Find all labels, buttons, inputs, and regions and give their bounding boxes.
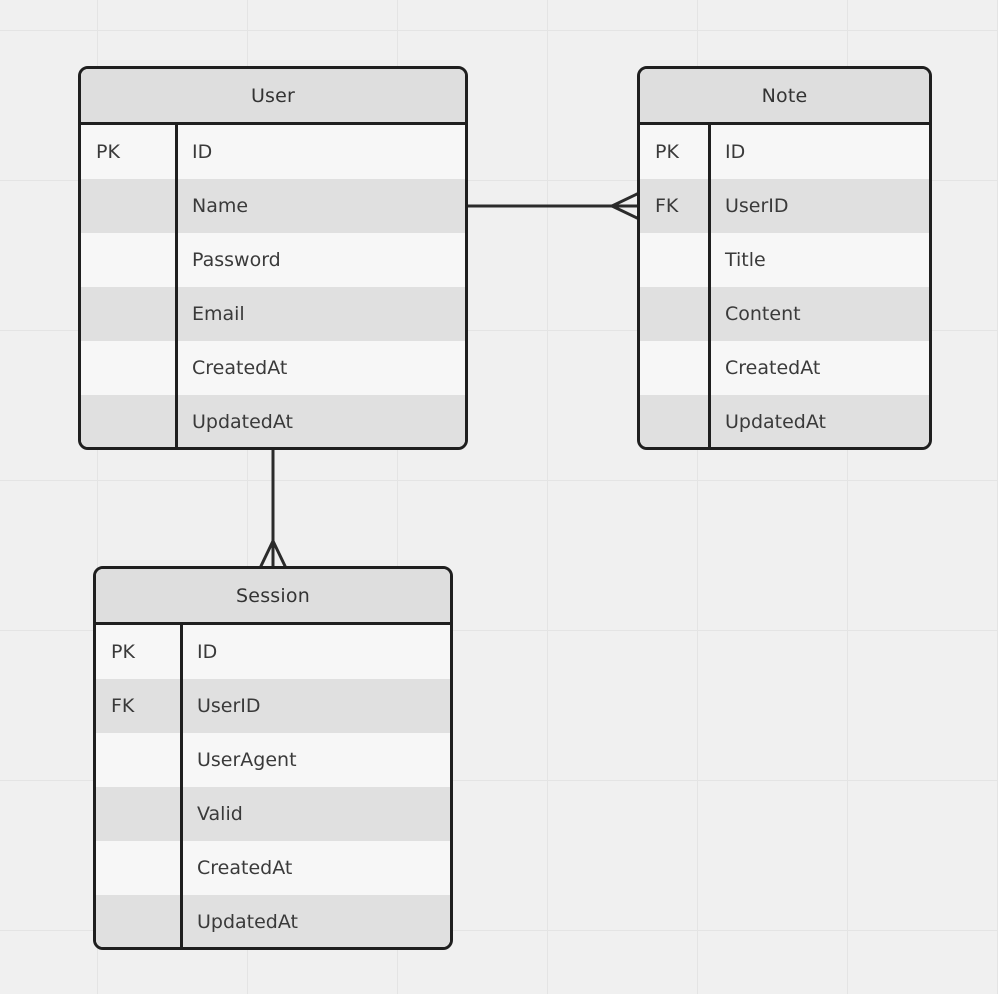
field-name: ID (197, 641, 218, 663)
entity-title-session: Session (96, 569, 450, 625)
field-key (640, 287, 711, 341)
entity-title-note: Note (640, 69, 929, 125)
field-key (81, 233, 178, 287)
entity-column-divider (708, 125, 711, 447)
field-key (640, 233, 711, 287)
crows-foot-session (259, 539, 287, 568)
field-key (96, 895, 183, 947)
field-row[interactable]: CreatedAt (96, 841, 450, 895)
field-row[interactable]: UpdatedAt (96, 895, 450, 947)
field-key (81, 341, 178, 395)
field-row[interactable]: Email (81, 287, 465, 341)
field-row[interactable]: UpdatedAt (81, 395, 465, 447)
field-key (81, 395, 178, 447)
field-name: Password (192, 249, 281, 271)
entity-fields-note: PK ID FK UserID Title Content CreatedAt (640, 125, 929, 447)
field-key (81, 179, 178, 233)
field-key (96, 841, 183, 895)
entity-fields-user: PK ID Name Password Email CreatedAt U (81, 125, 465, 447)
field-row[interactable]: PK ID (640, 125, 929, 179)
field-name: Content (725, 303, 801, 325)
field-row[interactable]: Name (81, 179, 465, 233)
field-key (640, 341, 711, 395)
entity-column-divider (180, 625, 183, 947)
field-key (96, 787, 183, 841)
field-key (96, 733, 183, 787)
field-name: Email (192, 303, 245, 325)
field-name: UserID (725, 195, 789, 217)
field-key: PK (655, 141, 679, 163)
field-row[interactable]: CreatedAt (640, 341, 929, 395)
field-name: Valid (197, 803, 243, 825)
field-key: FK (655, 195, 679, 217)
field-name: UserAgent (197, 749, 297, 771)
entity-fields-session: PK ID FK UserID UserAgent Valid CreatedA… (96, 625, 450, 947)
field-row[interactable]: Content (640, 287, 929, 341)
field-row[interactable]: FK UserID (96, 679, 450, 733)
field-name: UpdatedAt (192, 411, 293, 433)
crows-foot-note (610, 192, 639, 220)
field-row[interactable]: Password (81, 233, 465, 287)
field-row[interactable]: Valid (96, 787, 450, 841)
entity-title-user: User (81, 69, 465, 125)
field-name: ID (725, 141, 746, 163)
field-key: PK (96, 141, 120, 163)
field-row[interactable]: PK ID (96, 625, 450, 679)
entity-table-note[interactable]: Note PK ID FK UserID Title Content Creat… (637, 66, 932, 450)
relationship-user-session[interactable] (259, 450, 287, 568)
field-name: Title (725, 249, 766, 271)
field-name: UpdatedAt (725, 411, 826, 433)
relationship-user-note[interactable] (468, 192, 639, 220)
field-name: CreatedAt (192, 357, 288, 379)
field-row[interactable]: FK UserID (640, 179, 929, 233)
field-name: UserID (197, 695, 261, 717)
field-row[interactable]: PK ID (81, 125, 465, 179)
field-name: CreatedAt (725, 357, 821, 379)
field-name: CreatedAt (197, 857, 293, 879)
field-key: PK (111, 641, 135, 663)
field-key: FK (111, 695, 135, 717)
field-row[interactable]: CreatedAt (81, 341, 465, 395)
entity-table-user[interactable]: User PK ID Name Password Email CreatedAt (78, 66, 468, 450)
field-row[interactable]: UserAgent (96, 733, 450, 787)
field-name: UpdatedAt (197, 911, 298, 933)
entity-table-session[interactable]: Session PK ID FK UserID UserAgent Valid … (93, 566, 453, 950)
field-name: Name (192, 195, 249, 217)
field-name: ID (192, 141, 213, 163)
field-row[interactable]: Title (640, 233, 929, 287)
entity-column-divider (175, 125, 178, 447)
field-row[interactable]: UpdatedAt (640, 395, 929, 447)
field-key (640, 395, 711, 447)
field-key (81, 287, 178, 341)
